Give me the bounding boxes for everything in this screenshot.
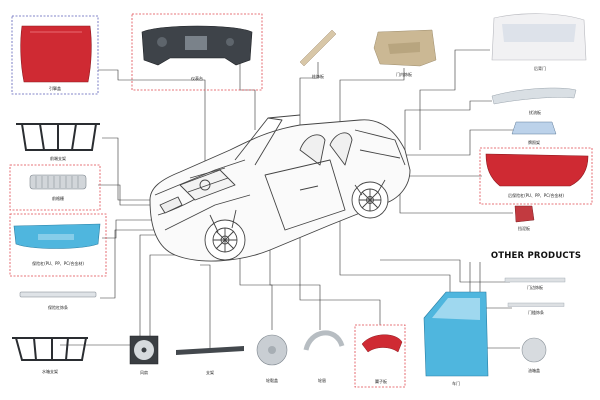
label-fender: 翼子板 bbox=[375, 379, 387, 384]
label-fan-shroud: 风扇 bbox=[140, 370, 148, 375]
label-license-bracket: 牌照架 bbox=[528, 140, 540, 145]
convertible-car-drawing bbox=[149, 114, 411, 262]
door-sill-icon bbox=[507, 302, 565, 307]
dashboard-icon bbox=[141, 25, 253, 66]
fuel-cap-icon bbox=[521, 337, 547, 363]
label-trim-strip: 保险杠饰条 bbox=[48, 305, 68, 310]
label-wheel-cover: 轮毂盖 bbox=[266, 378, 278, 383]
label-wheel-arch: 轮眉 bbox=[318, 378, 326, 383]
highlight-frames bbox=[9, 13, 593, 388]
label-pillar-trim: 柱饰板 bbox=[312, 74, 324, 79]
mudflap-icon bbox=[514, 205, 535, 223]
license-bracket-icon bbox=[511, 121, 557, 135]
wheel-arch-icon bbox=[303, 330, 345, 351]
front-frame-icon bbox=[16, 123, 100, 151]
grille-icon bbox=[29, 174, 87, 190]
label-front-frame: 前端支架 bbox=[50, 156, 66, 161]
label-door-strip: 门边饰板 bbox=[527, 285, 543, 290]
label-front-bumper: 保险杠(PU、PP、PC/合金材) bbox=[32, 261, 84, 266]
radiator-support-icon bbox=[12, 337, 88, 361]
hood-icon bbox=[20, 25, 92, 83]
frame-hood bbox=[11, 15, 99, 95]
frame-grille bbox=[9, 164, 101, 211]
pillar-trim-icon bbox=[299, 29, 337, 67]
label-dashboard: 仪表台 bbox=[191, 76, 203, 81]
frame-front-bumper bbox=[9, 213, 107, 277]
frame-rear-bumper bbox=[479, 147, 593, 205]
frame-dashboard bbox=[131, 13, 263, 91]
label-bracket: 支架 bbox=[206, 370, 214, 375]
other-products-heading: OTHER PRODUCTS bbox=[490, 251, 582, 261]
label-door-sill: 门槛饰条 bbox=[528, 310, 544, 315]
label-rear-bumper: 后保险杠(PU、PP、PC/合金材) bbox=[508, 193, 564, 198]
label-mudflap: 挡泥板 bbox=[518, 226, 530, 231]
door-strip-icon bbox=[504, 277, 566, 283]
label-radiator-support: 水箱支架 bbox=[42, 369, 58, 374]
rear-bumper-icon bbox=[485, 153, 589, 187]
frame-fender bbox=[354, 324, 406, 388]
label-fuel-cap: 油箱盖 bbox=[528, 368, 540, 373]
front-bumper-icon bbox=[13, 223, 101, 249]
label-door-trim: 门内饰板 bbox=[396, 72, 412, 77]
spoiler-icon bbox=[491, 87, 577, 105]
label-door: 车门 bbox=[452, 381, 460, 386]
door-icon bbox=[423, 291, 489, 377]
tailgate-icon bbox=[491, 13, 587, 61]
bracket-icon bbox=[176, 346, 244, 355]
label-hood: 引擎盖 bbox=[49, 86, 61, 91]
label-tailgate: 后背门 bbox=[534, 66, 546, 71]
label-grille: 前格栅 bbox=[52, 196, 64, 201]
fender-icon bbox=[361, 334, 403, 353]
wheel-cover-icon bbox=[256, 334, 288, 366]
trim-strip-icon bbox=[19, 291, 97, 298]
label-spoiler: 扰流板 bbox=[529, 110, 541, 115]
fan-shroud-icon bbox=[129, 335, 159, 365]
door-trim-icon bbox=[373, 29, 437, 67]
